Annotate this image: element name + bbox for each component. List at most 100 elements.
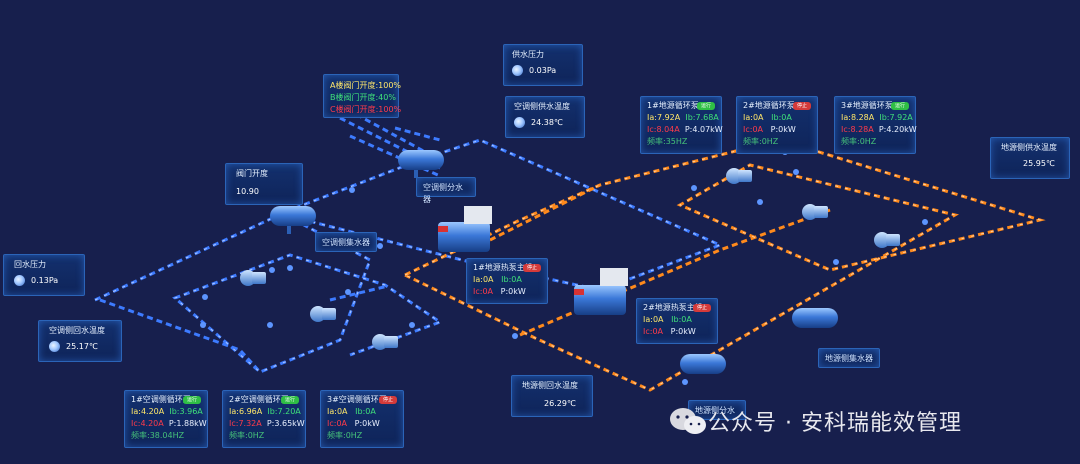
frequency-value: 频率:0HZ <box>327 431 363 440</box>
gauge-icon <box>14 275 25 286</box>
ib-value: Ib:7.92A <box>879 113 913 122</box>
ic-value: Ic:0A <box>743 125 764 134</box>
ic-value: Ic:0A <box>643 327 664 336</box>
return-pressure-label: 回水压力 <box>14 260 46 269</box>
ia-value: Ia:8.28A <box>841 113 875 122</box>
ground-pump-2-panel[interactable]: 2#地源循环泵 停止 Ia:0A Ib:0A Ic:0A P:0kW 频率:0H… <box>736 96 818 154</box>
ic-value: Ic:0A <box>473 287 494 296</box>
power-value: P:1.88kW <box>168 419 207 428</box>
ground-supply-temp-panel[interactable]: 地源侧供水温度 25.95℃ <box>990 137 1070 179</box>
status-badge: 运行 <box>891 102 909 110</box>
ground-return-temp-value: 26.29℃ <box>544 399 576 408</box>
ac-pump-2-title: 2#空调侧循环泵 <box>229 395 289 404</box>
ib-value: Ib:0A <box>671 315 692 324</box>
ground-pump-1-title: 1#地源循环泵 <box>647 101 699 110</box>
ac-distributor-label: 空调侧分水器 <box>416 177 476 204</box>
ac-return-temp-value: 25.17℃ <box>66 342 98 351</box>
ac-pump-2-panel[interactable]: 2#空调侧循环泵 运行 Ia:6.96A Ib:7.20A Ic:7.32A P… <box>222 390 306 448</box>
ia-value: Ia:0A <box>473 275 494 284</box>
valve-opening-label: 阀门开度 <box>236 169 268 178</box>
supply-pressure-label: 供水压力 <box>512 50 544 59</box>
ground-pump-2-title: 2#地源循环泵 <box>743 101 795 110</box>
ib-value: Ib:3.96A <box>169 407 203 416</box>
ia-value: Ia:6.96A <box>229 407 263 416</box>
ground-supply-temp-value: 25.95℃ <box>1023 159 1055 168</box>
ac-distributor-text: 空调侧分水器 <box>423 183 463 204</box>
ib-value: Ib:7.68A <box>685 113 719 122</box>
ac-pipes <box>94 98 724 374</box>
frequency-value: 频率:38.04HZ <box>131 431 185 440</box>
valve-opening-status-panel: A楼阀门开度:100% B楼阀门开度:40% C楼阀门开度:100% <box>323 74 402 118</box>
return-pressure-value: 0.13Pa <box>31 276 59 285</box>
ib-value: Ib:0A <box>501 275 522 284</box>
power-value: P:3.65kW <box>266 419 305 428</box>
ground-pump-3-panel[interactable]: 3#地源循环泵 运行 Ia:8.28A Ib:7.92A Ic:8.28A P:… <box>834 96 917 154</box>
ac-pump-3-title: 3#空调侧循环泵 <box>327 395 387 404</box>
ic-value: Ic:4.20A <box>131 419 164 428</box>
ac-collector-text: 空调侧集水器 <box>322 238 370 247</box>
supply-pressure-panel[interactable]: 供水压力 0.03Pa <box>503 44 583 86</box>
ib-value: Ib:0A <box>355 407 376 416</box>
ac-pump-1-panel[interactable]: 1#空调侧循环泵 运行 Ia:4.20A Ib:3.96A Ic:4.20A P… <box>124 390 208 448</box>
status-badge: 运行 <box>281 396 299 404</box>
thermometer-icon <box>514 117 525 128</box>
status-badge: 运行 <box>183 396 201 404</box>
ac-collector-label: 空调侧集水器 <box>315 232 377 252</box>
return-pressure-panel[interactable]: 回水压力 0.13Pa <box>3 254 85 296</box>
heat-pump-2-panel[interactable]: 2#地源热泵主机 停止 Ia:0A Ib:0A Ic:0A P:0kW <box>636 298 718 344</box>
heat-pump-1-title: 1#地源热泵主机 <box>473 263 533 272</box>
status-badge: 停止 <box>379 396 397 404</box>
ground-return-temp-label: 地源侧回水温度 <box>522 381 578 390</box>
ac-collector-tank-icon <box>270 206 316 234</box>
ground-collector-tank-icon <box>792 308 838 328</box>
heat-pump-1-panel[interactable]: 1#地源热泵主机 停止 Ia:0A Ib:0A Ic:0A P:0kW <box>466 258 548 304</box>
frequency-value: 频率:35HZ <box>647 137 688 146</box>
ac-pump-1-title: 1#空调侧循环泵 <box>131 395 191 404</box>
valve-c-opening: C楼阀门开度:100% <box>330 105 402 114</box>
ac-supply-temp-value: 24.38℃ <box>531 118 563 127</box>
ground-distributor-tank-icon <box>680 354 726 374</box>
ac-distributor-tank-icon <box>398 150 444 178</box>
wechat-icon <box>670 408 706 434</box>
ic-value: Ic:8.28A <box>841 125 874 134</box>
ia-value: Ia:0A <box>743 113 764 122</box>
ground-return-temp-panel[interactable]: 地源侧回水温度 26.29℃ <box>511 375 593 417</box>
ic-value: Ic:8.04A <box>647 125 680 134</box>
valve-opening-panel[interactable]: 阀门开度 10.90 <box>225 163 303 205</box>
frequency-value: 频率:0HZ <box>229 431 265 440</box>
status-badge: 停止 <box>793 102 811 110</box>
ib-value: Ib:7.20A <box>267 407 301 416</box>
status-badge: 运行 <box>697 102 715 110</box>
ground-collector-text: 地源侧集水器 <box>825 354 873 363</box>
ia-value: Ia:0A <box>327 407 348 416</box>
valve-opening-value: 10.90 <box>236 187 259 196</box>
heat-pump-2-icon <box>574 268 628 315</box>
ia-value: Ia:4.20A <box>131 407 165 416</box>
ground-supply-temp-label: 地源侧供水温度 <box>1001 143 1057 152</box>
ia-value: Ia:7.92A <box>647 113 681 122</box>
power-value: P:4.20kW <box>878 125 917 134</box>
ground-pump-3-title: 3#地源循环泵 <box>841 101 893 110</box>
watermark: 公众号 · 安科瑞能效管理 <box>668 405 962 437</box>
heat-pump-2-title: 2#地源热泵主机 <box>643 303 703 312</box>
frequency-value: 频率:0HZ <box>743 137 779 146</box>
status-badge: 停止 <box>693 304 711 312</box>
ground-collector-label: 地源侧集水器 <box>818 348 880 368</box>
ac-supply-temp-panel[interactable]: 空调侧供水温度 24.38℃ <box>505 96 585 138</box>
heat-pump-1-icon <box>438 206 492 252</box>
status-badge: 停止 <box>523 264 541 272</box>
power-value: P:4.07kW <box>684 125 723 134</box>
ac-return-temp-panel[interactable]: 空调侧回水温度 25.17℃ <box>38 320 122 362</box>
ac-pump-3-panel[interactable]: 3#空调侧循环泵 停止 Ia:0A Ib:0A Ic:0A P:0kW 频率:0… <box>320 390 404 448</box>
ac-return-temp-label: 空调侧回水温度 <box>49 326 105 335</box>
pump-icons <box>240 168 900 350</box>
power-value: P:0kW <box>354 419 380 428</box>
valve-a-opening: A楼阀门开度:100% <box>330 81 402 90</box>
ia-value: Ia:0A <box>643 315 664 324</box>
valve-b-opening: B楼阀门开度:40% <box>330 93 396 102</box>
ground-pump-1-panel[interactable]: 1#地源循环泵 运行 Ia:7.92A Ib:7.68A Ic:8.04A P:… <box>640 96 723 154</box>
ib-value: Ib:0A <box>771 113 792 122</box>
thermometer-icon <box>49 341 60 352</box>
gauge-icon <box>512 65 523 76</box>
watermark-text: 公众号 · 安科瑞能效管理 <box>708 411 962 436</box>
